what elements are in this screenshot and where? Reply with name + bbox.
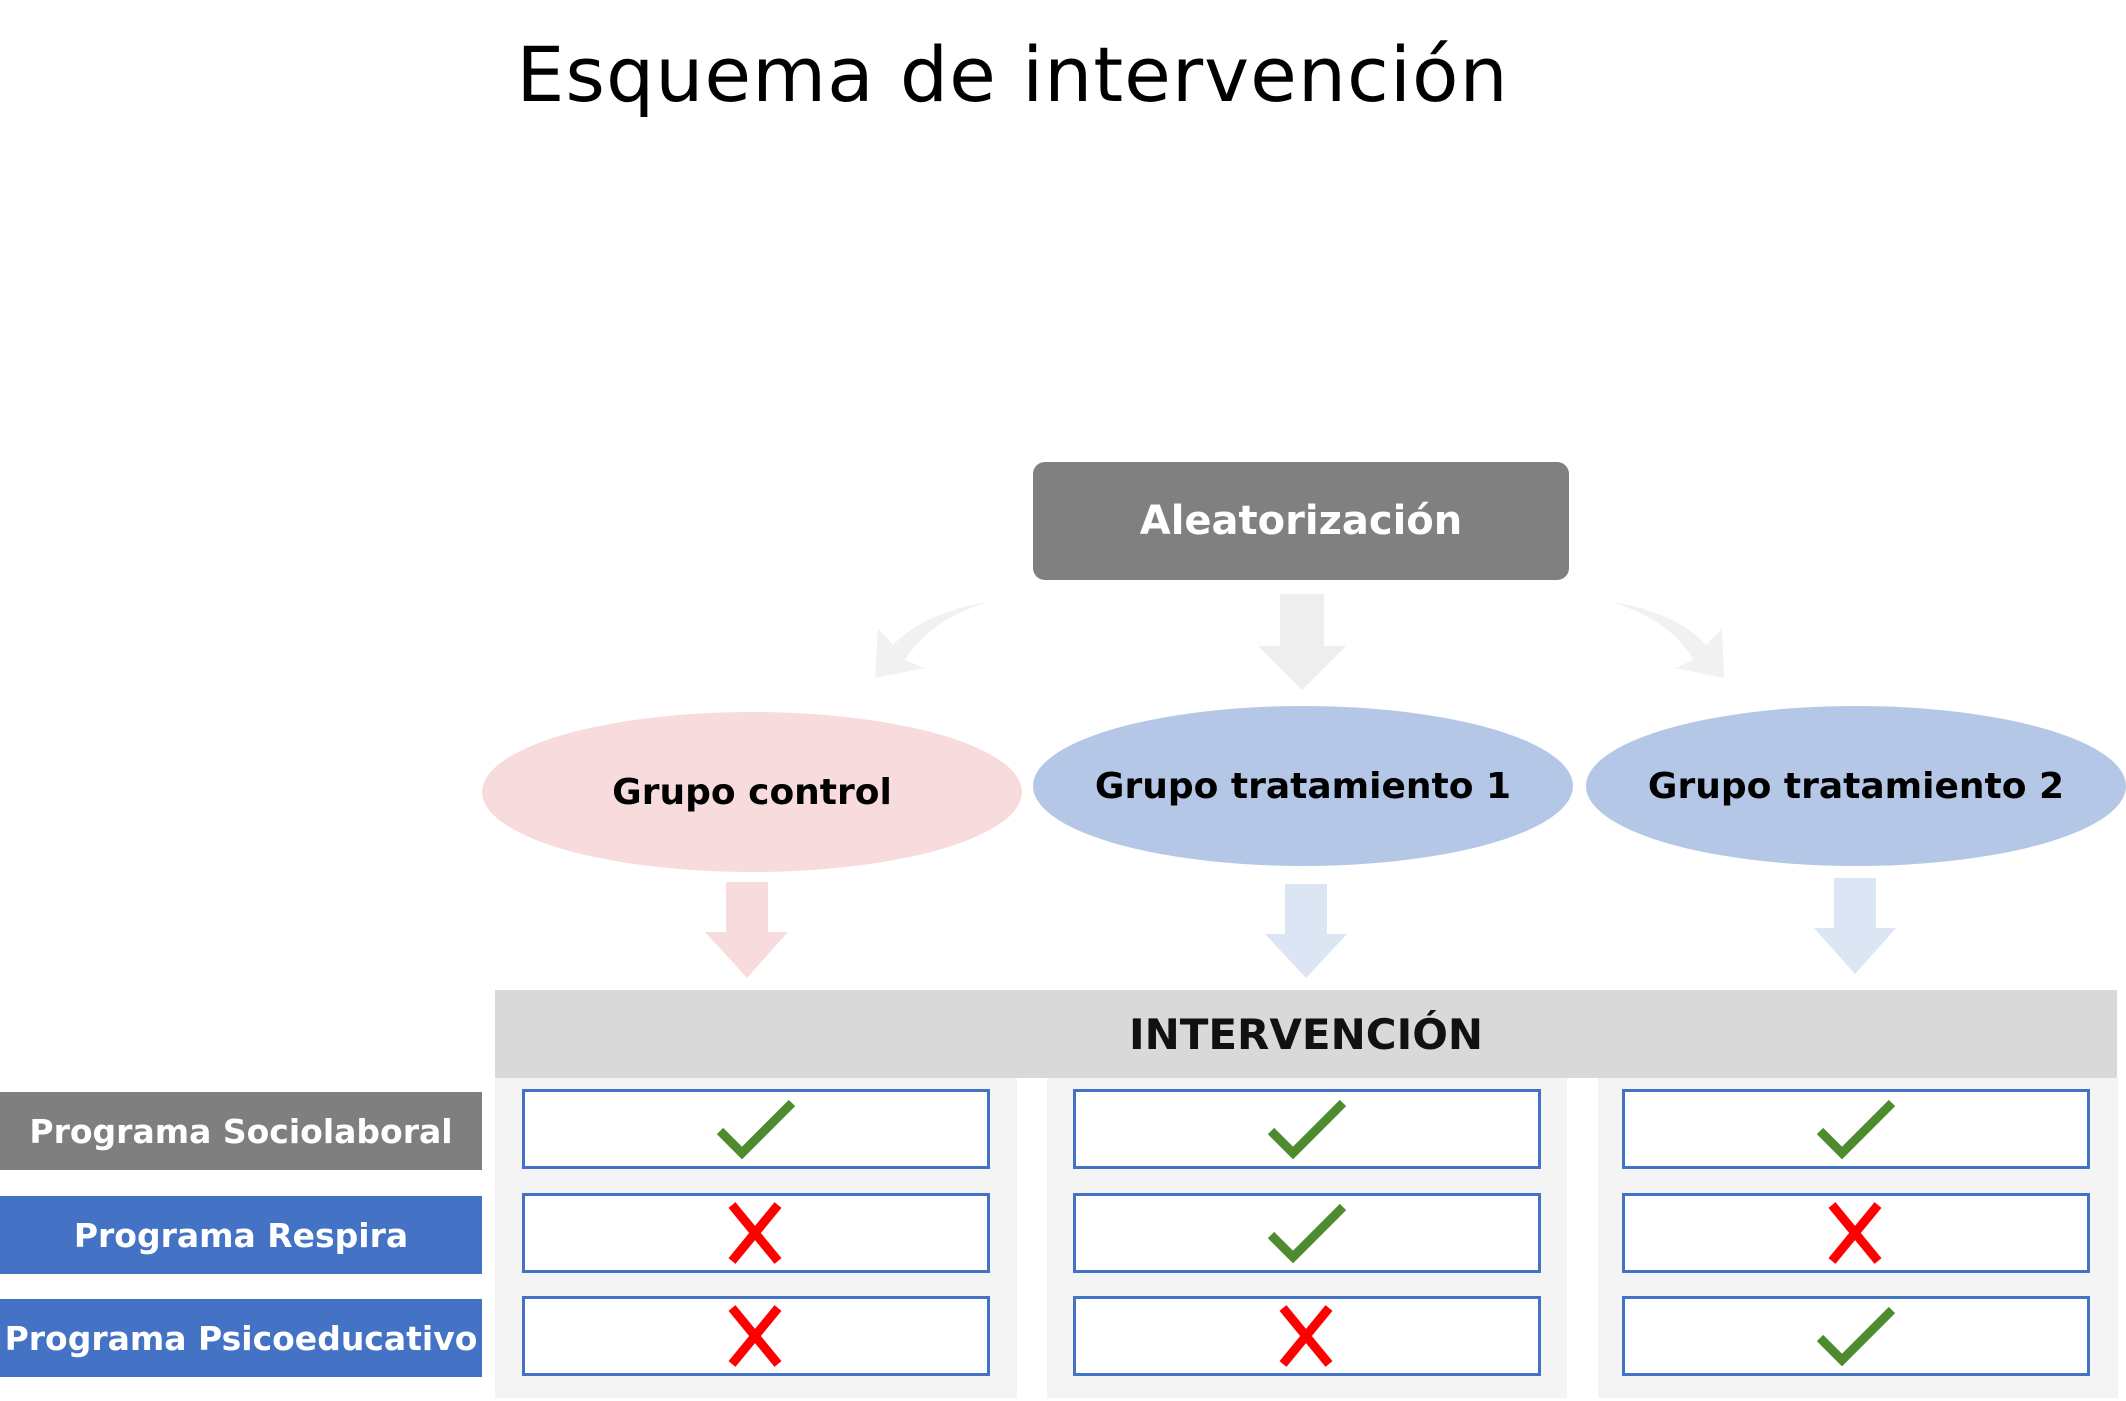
arrow-to-control-group <box>875 602 988 678</box>
program-psicoeducativo-label: Programa Psicoeducativo <box>0 1299 482 1377</box>
cell-r2-c1 <box>1073 1296 1541 1376</box>
program-label: Programa Psicoeducativo <box>4 1318 478 1358</box>
check-icon <box>716 1097 796 1161</box>
check-icon <box>1267 1097 1347 1161</box>
randomization-box: Aleatorización <box>1033 462 1569 580</box>
group-treatment-2: Grupo tratamiento 2 <box>1586 706 2126 866</box>
check-icon <box>1267 1201 1347 1265</box>
program-label: Programa Respira <box>73 1215 409 1255</box>
arrow-to-treatment1-group <box>1258 594 1346 690</box>
group-treatment-1-label: Grupo tratamiento 1 <box>1094 765 1512 807</box>
randomization-label: Aleatorización <box>1139 498 1463 544</box>
cross-icon <box>1816 1201 1896 1265</box>
intervention-header: INTERVENCIÓN <box>495 990 2117 1078</box>
cross-icon <box>716 1304 796 1368</box>
cell-r0-c1 <box>1073 1089 1541 1169</box>
cell-r2-c2 <box>1622 1296 2090 1376</box>
cross-icon <box>1267 1304 1347 1368</box>
cell-r1-c1 <box>1073 1193 1541 1273</box>
cell-r2-c0 <box>522 1296 990 1376</box>
cell-r0-c0 <box>522 1089 990 1169</box>
group-control: Grupo control <box>482 712 1022 872</box>
arrow-control-to-intervention <box>705 882 788 978</box>
group-control-label: Grupo control <box>612 771 892 813</box>
group-treatment-1: Grupo tratamiento 1 <box>1033 706 1573 866</box>
arrow-to-treatment2-group <box>1612 602 1724 678</box>
cross-icon <box>716 1201 796 1265</box>
group-treatment-2-label: Grupo tratamiento 2 <box>1647 765 2065 807</box>
cell-r1-c2 <box>1622 1193 2090 1273</box>
arrow-t2-to-intervention <box>1814 878 1896 974</box>
page-title: Esquema de intervención <box>516 30 1509 119</box>
cell-r1-c0 <box>522 1193 990 1273</box>
check-icon <box>1816 1304 1896 1368</box>
cell-r0-c2 <box>1622 1089 2090 1169</box>
program-respira-label: Programa Respira <box>0 1196 482 1274</box>
intervention-label: INTERVENCIÓN <box>1128 1009 1484 1059</box>
program-label: Programa Sociolaboral <box>29 1111 453 1151</box>
program-sociolaboral-label: Programa Sociolaboral <box>0 1092 482 1170</box>
arrow-t1-to-intervention <box>1265 884 1347 978</box>
check-icon <box>1816 1097 1896 1161</box>
